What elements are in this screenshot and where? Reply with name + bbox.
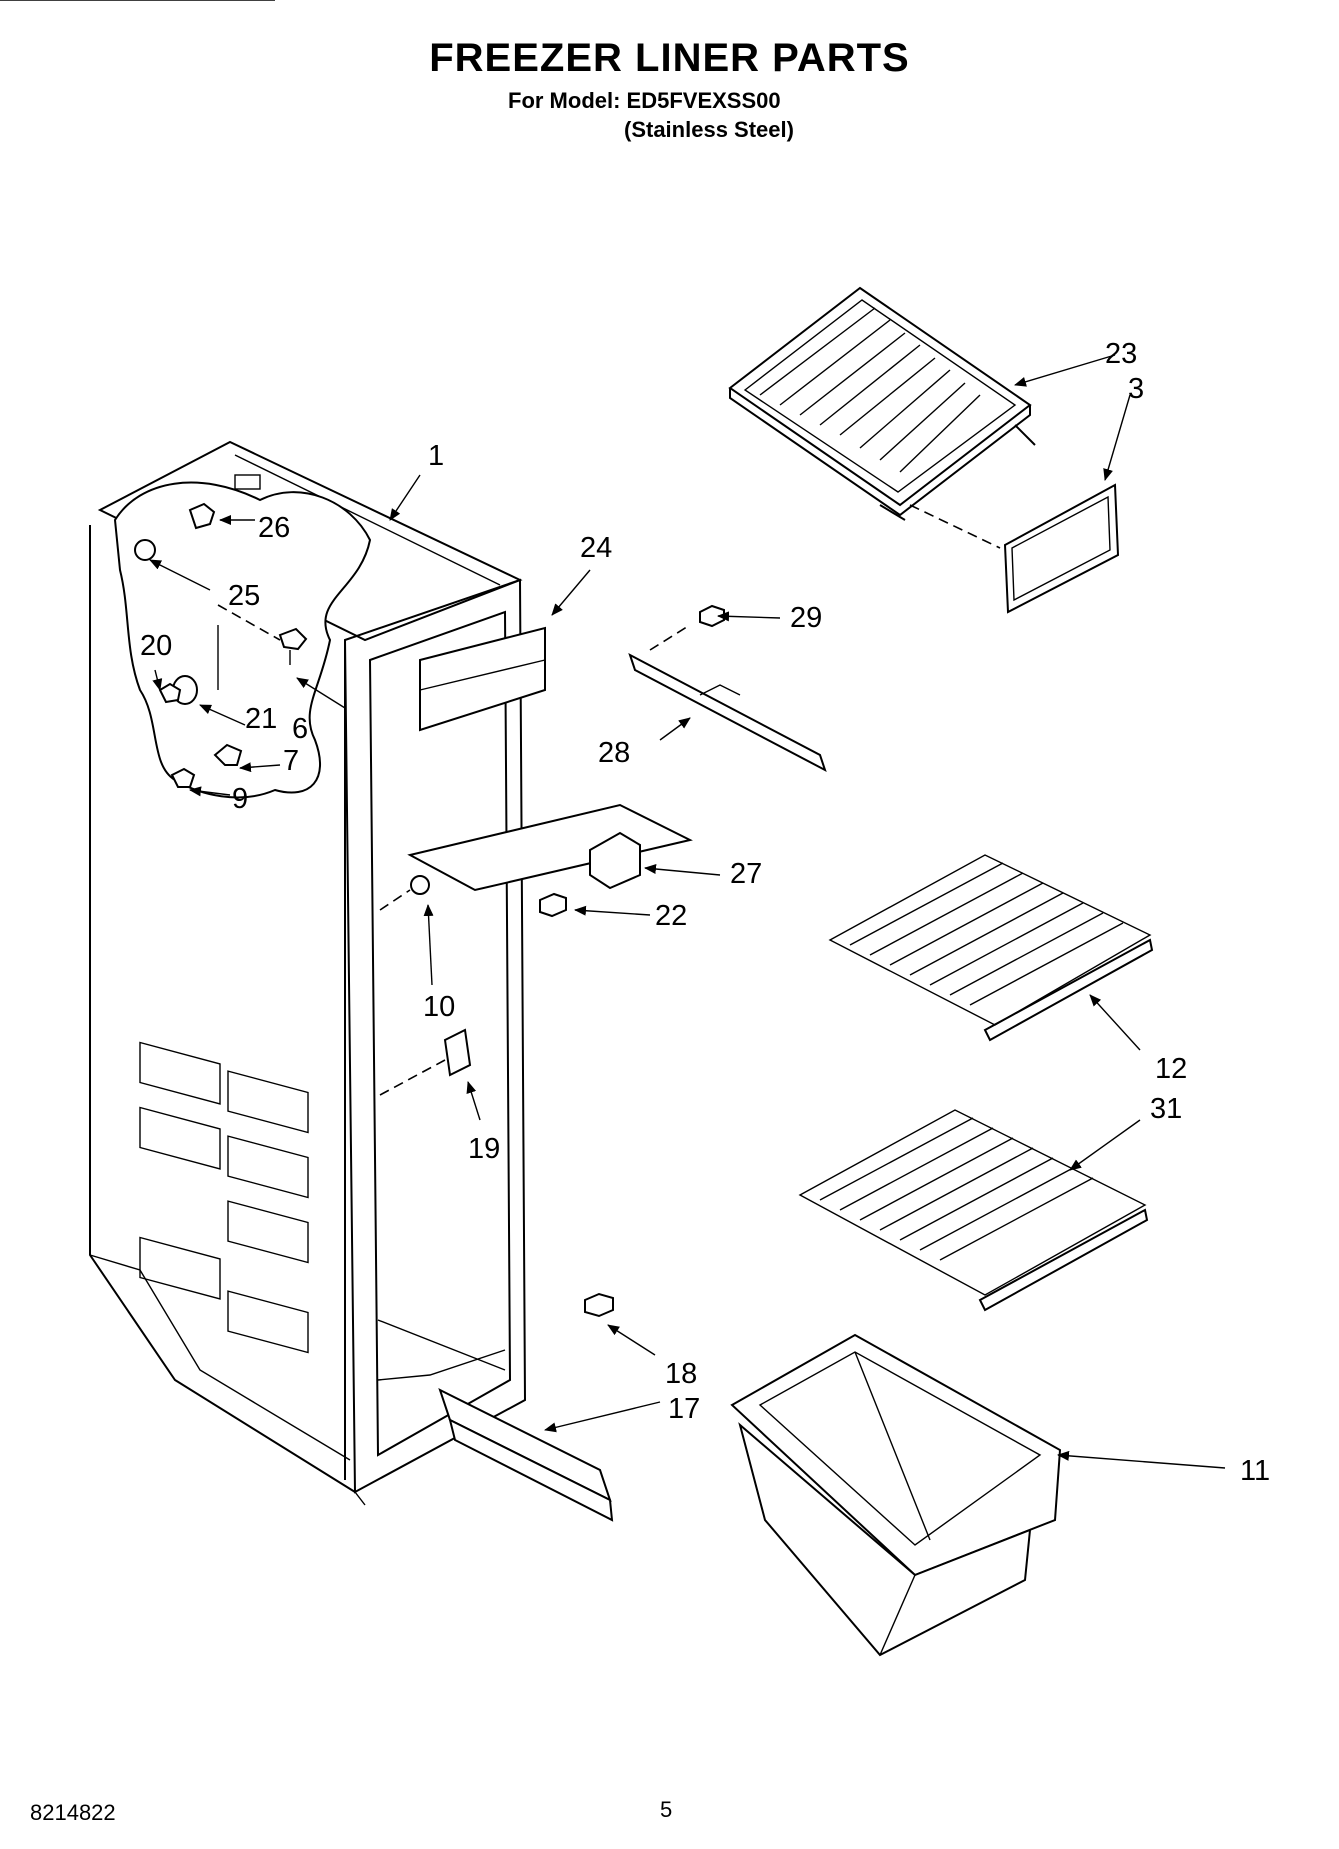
callout-3: 3 bbox=[1128, 373, 1144, 405]
part-28-shape bbox=[628, 652, 827, 773]
model-number: For Model: ED5FVEXSS00 bbox=[508, 88, 781, 113]
callout-9: 9 bbox=[232, 783, 248, 815]
callout-29: 29 bbox=[790, 602, 822, 634]
page-number: 5 bbox=[660, 1797, 673, 1822]
callout-19: 19 bbox=[468, 1133, 500, 1165]
part-27-shape bbox=[589, 831, 641, 890]
callout-10: 10 bbox=[423, 991, 455, 1023]
callout-26: 26 bbox=[258, 512, 290, 544]
callout-31: 31 bbox=[1150, 1093, 1182, 1125]
leader-lines bbox=[0, 0, 1131, 521]
callout-11: 11 bbox=[1240, 1455, 1270, 1487]
callout-28: 28 bbox=[598, 737, 630, 769]
callout-27: 27 bbox=[730, 858, 762, 890]
callout-22: 22 bbox=[655, 900, 687, 932]
part-3-shape bbox=[1003, 483, 1120, 614]
callout-24: 24 bbox=[580, 532, 612, 564]
callout-18: 18 bbox=[665, 1358, 697, 1390]
part-24-shape bbox=[419, 626, 546, 732]
callout-25: 25 bbox=[228, 580, 260, 612]
page-title: FREEZER LINER PARTS bbox=[429, 36, 910, 80]
part-12-shape bbox=[828, 854, 1154, 1042]
callout-20: 20 bbox=[140, 630, 172, 662]
part-23-shape bbox=[728, 286, 1036, 521]
callout-7: 7 bbox=[283, 745, 299, 777]
model-variant: (Stainless Steel) bbox=[624, 117, 794, 142]
part-11-shape bbox=[730, 1333, 1062, 1657]
freezer-liner bbox=[89, 440, 527, 1506]
part-31-shape bbox=[798, 1109, 1149, 1312]
callout-1: 1 bbox=[428, 440, 444, 472]
callout-21: 21 bbox=[245, 703, 277, 735]
callout-6: 6 bbox=[292, 713, 308, 745]
callout-12: 12 bbox=[1155, 1053, 1187, 1085]
callout-23: 23 bbox=[1105, 338, 1137, 370]
callout-17: 17 bbox=[668, 1393, 700, 1425]
document-number: 8214822 bbox=[30, 1800, 116, 1825]
